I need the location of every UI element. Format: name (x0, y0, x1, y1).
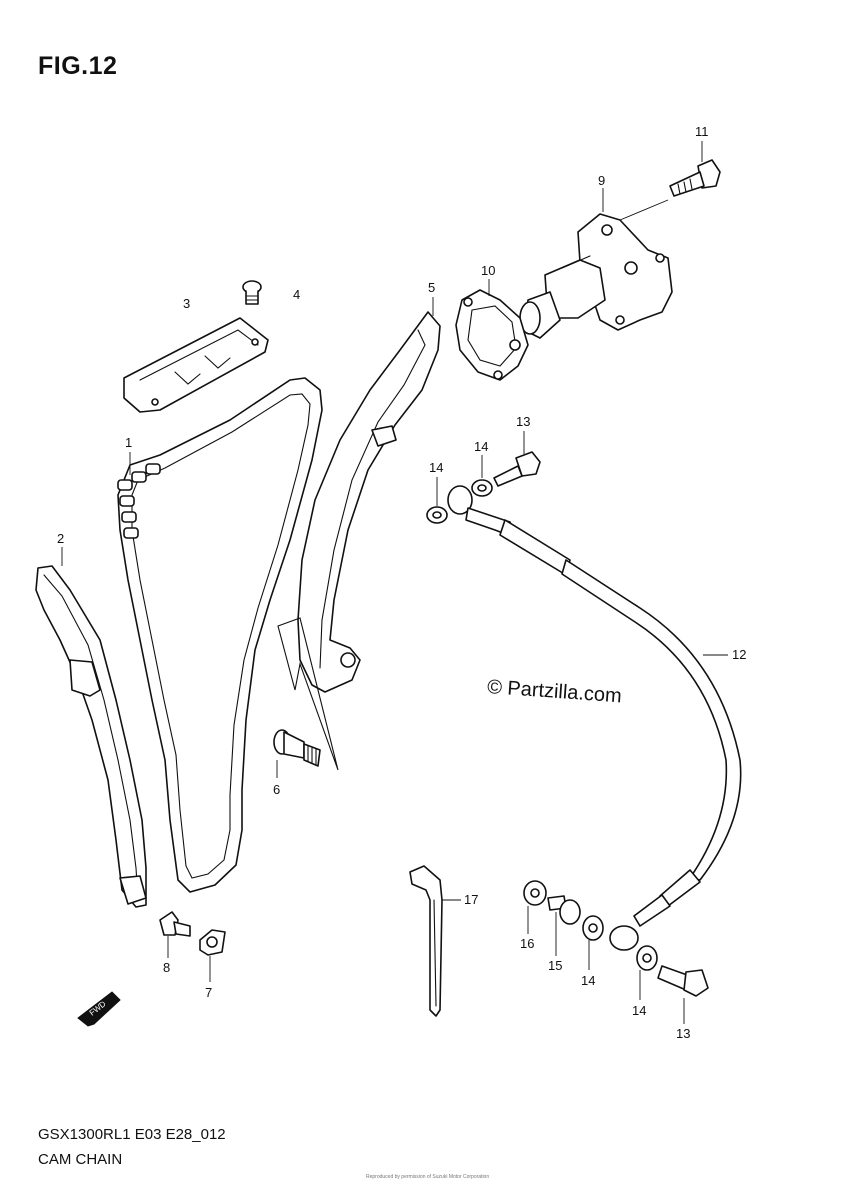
callout-13-upper: 13 (516, 414, 530, 429)
callout-14-upper-b: 14 (429, 460, 443, 475)
washer-no7 (199, 929, 226, 956)
callouts: 1 2 3 4 5 6 7 8 9 10 11 12 13 13 14 14 1… (57, 124, 746, 1041)
pivot-bolt-no6 (273, 729, 321, 767)
callout-11: 11 (695, 124, 709, 139)
callout-9: 9 (598, 173, 605, 188)
callout-8: 8 (163, 960, 170, 975)
diagram-code: GSX1300RL1 E03 E28_012 (38, 1126, 226, 1143)
callout-5: 5 (428, 280, 435, 295)
upper-chain-guide-no3 (123, 317, 269, 413)
chain-guide-no2 (35, 565, 147, 908)
union-bolt-no13-upper (493, 451, 541, 487)
cam-chain-no1 (117, 377, 323, 893)
callout-14-lower-a: 14 (581, 973, 595, 988)
bolt-no4 (242, 280, 262, 305)
bolt-no8 (159, 911, 191, 937)
front-direction-arrow-icon: FWD (77, 991, 121, 1027)
union-bolt-no13-lower (657, 965, 709, 997)
callout-17: 17 (464, 892, 478, 907)
callout-1: 1 (125, 435, 132, 450)
callout-7: 7 (205, 985, 212, 1000)
washer-no14-upper-b (426, 506, 448, 524)
callout-14-lower-b: 14 (632, 1003, 646, 1018)
case-edge-line (277, 617, 339, 771)
callout-2: 2 (57, 531, 64, 546)
tensioner-arm-no5 (297, 311, 441, 693)
callout-3: 3 (183, 296, 190, 311)
callout-16: 16 (520, 936, 534, 951)
callout-10: 10 (481, 263, 495, 278)
bolt-no11 (669, 159, 721, 197)
chain-links (117, 463, 161, 539)
washer-no16 (523, 880, 547, 906)
washer-no14-upper-a (471, 479, 493, 497)
cable-tie-no17 (409, 865, 443, 1017)
oil-hose-no12 (447, 485, 742, 951)
bolt-no15 (547, 895, 581, 925)
callout-6: 6 (273, 782, 280, 797)
callout-14-upper-a: 14 (474, 439, 488, 454)
leader-lines (61, 141, 728, 1024)
tensioner-adjuster-no9 (519, 213, 673, 339)
gasket-no10 (455, 289, 529, 381)
callout-12: 12 (732, 647, 746, 662)
figure-title: FIG.12 (38, 52, 118, 80)
callout-13-lower: 13 (676, 1026, 690, 1041)
callout-15: 15 (548, 958, 562, 973)
fine-print: Reproduced by permission of Suzuki Motor… (366, 1174, 490, 1180)
diagram-name: CAM CHAIN (38, 1151, 123, 1168)
washer-no14-lower-a (582, 915, 604, 941)
washer-no14-lower-b (636, 945, 658, 971)
callout-4: 4 (293, 287, 300, 302)
